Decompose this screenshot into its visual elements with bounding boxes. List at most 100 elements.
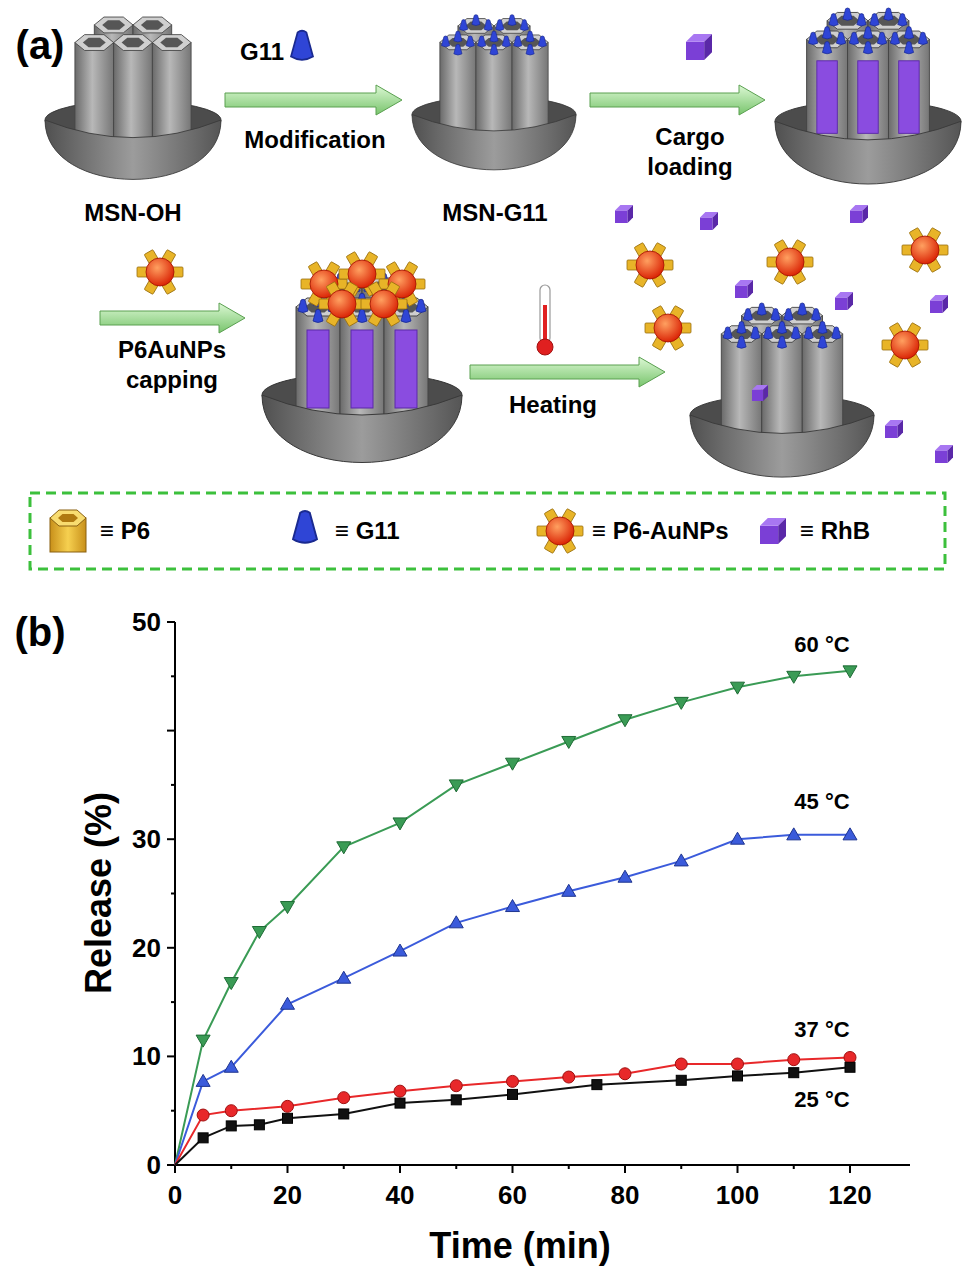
data-marker <box>254 1120 264 1130</box>
tick-label: 0 <box>168 1179 182 1212</box>
data-marker <box>393 818 407 830</box>
data-marker <box>506 900 520 912</box>
data-marker <box>449 780 463 792</box>
tick-label: 10 <box>132 1040 161 1073</box>
data-marker <box>395 1098 405 1108</box>
data-marker <box>196 1035 210 1047</box>
series-label: 37 °C <box>794 1016 849 1044</box>
tick-label: 100 <box>716 1179 759 1212</box>
data-marker <box>674 697 688 709</box>
stage-label: MSN-OH <box>84 198 181 228</box>
data-marker <box>337 842 351 854</box>
data-marker <box>337 971 351 983</box>
panel-letter: (a) <box>16 20 65 70</box>
data-marker <box>845 1062 855 1072</box>
x-tick <box>455 1165 457 1169</box>
data-line <box>175 1057 850 1165</box>
y-tick <box>167 1055 175 1057</box>
y-tick <box>171 893 175 895</box>
data-marker <box>787 828 801 840</box>
legend-text: ≡ G11 <box>335 516 400 546</box>
data-marker <box>675 1058 687 1070</box>
y-tick <box>167 1164 175 1166</box>
x-tick <box>849 1165 851 1173</box>
axis-title: Time (min) <box>429 1223 610 1268</box>
data-marker <box>843 828 857 840</box>
data-marker <box>197 1109 209 1121</box>
legend-text: ≡ P6-AuNPs <box>592 516 729 546</box>
tick-label: 120 <box>828 1179 871 1212</box>
data-marker <box>844 1051 856 1063</box>
data-marker <box>449 916 463 928</box>
data-marker <box>789 1068 799 1078</box>
panel-letter: (b) <box>14 607 65 657</box>
y-tick <box>171 784 175 786</box>
y-tick <box>171 675 175 677</box>
data-marker <box>592 1080 602 1090</box>
data-marker <box>788 1054 800 1066</box>
data-marker <box>733 1071 743 1081</box>
y-tick <box>171 1001 175 1003</box>
data-marker <box>282 1100 294 1112</box>
y-tick <box>167 947 175 949</box>
data-marker <box>450 1080 462 1092</box>
reagent-label: G11 <box>240 37 284 67</box>
legend-text: ≡ P6 <box>100 516 150 546</box>
series-label: 60 °C <box>794 631 849 659</box>
x-tick <box>399 1165 401 1173</box>
data-line <box>175 671 850 1165</box>
y-tick <box>167 621 175 623</box>
data-marker <box>226 1121 236 1131</box>
x-tick <box>568 1165 570 1169</box>
y-tick <box>167 838 175 840</box>
step-label: Heating <box>509 390 597 420</box>
data-marker <box>196 1074 210 1086</box>
data-marker <box>843 666 857 678</box>
tick-label: 30 <box>132 823 161 856</box>
data-marker <box>731 832 745 844</box>
y-tick <box>171 1110 175 1112</box>
data-marker <box>563 1071 575 1083</box>
x-tick <box>287 1165 289 1173</box>
tick-label: 20 <box>273 1179 302 1212</box>
data-marker <box>224 1060 238 1072</box>
data-marker <box>393 944 407 956</box>
data-marker <box>562 884 576 896</box>
data-marker <box>224 978 238 990</box>
tick-label: 40 <box>386 1179 415 1212</box>
x-tick <box>512 1165 514 1173</box>
x-tick <box>737 1165 739 1173</box>
data-marker <box>225 1105 237 1117</box>
data-marker <box>731 682 745 694</box>
axis-title: Release (%) <box>76 792 121 994</box>
x-tick <box>230 1165 232 1169</box>
series-label: 45 °C <box>794 788 849 816</box>
x-tick <box>343 1165 345 1169</box>
tick-label: 20 <box>132 932 161 965</box>
step-label: P6AuNPs capping <box>92 335 252 395</box>
step-label: Modification <box>244 125 385 155</box>
data-marker <box>787 671 801 683</box>
data-marker <box>339 1109 349 1119</box>
tick-label: 80 <box>611 1179 640 1212</box>
data-marker <box>506 758 520 770</box>
step-label: Cargo loading <box>625 122 755 182</box>
x-tick <box>793 1165 795 1169</box>
data-marker <box>451 1095 461 1105</box>
data-marker <box>618 715 632 727</box>
stage-label: MSN-G11 <box>442 198 547 228</box>
data-marker <box>562 736 576 748</box>
data-marker <box>618 870 632 882</box>
data-marker <box>676 1075 686 1085</box>
tick-label: 50 <box>132 606 161 639</box>
data-marker <box>674 854 688 866</box>
x-tick <box>624 1165 626 1173</box>
data-marker <box>508 1089 518 1099</box>
y-tick <box>167 730 175 732</box>
tick-label: 0 <box>147 1149 161 1182</box>
x-tick <box>174 1165 176 1173</box>
data-marker <box>281 997 295 1009</box>
data-marker <box>281 902 295 914</box>
legend-text: ≡ RhB <box>800 516 870 546</box>
